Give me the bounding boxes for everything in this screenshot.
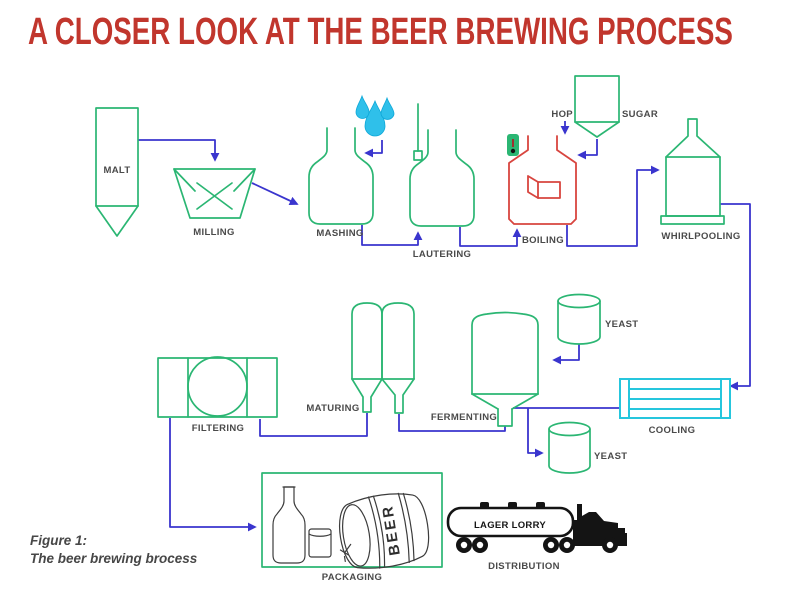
whirlpooling-label: WHIRLPOOLING bbox=[661, 231, 740, 242]
packaging-label: PACKAGING bbox=[322, 572, 383, 583]
yeast-out-cylinder bbox=[548, 421, 591, 474]
lautering-probe-icon bbox=[413, 103, 423, 161]
maturing-label: MATURING bbox=[306, 403, 359, 414]
truck-cab bbox=[573, 504, 627, 546]
milling-label: MILLING bbox=[193, 227, 235, 238]
lautering-label: LAUTERING bbox=[413, 249, 472, 260]
cooling-label: COOLING bbox=[649, 425, 696, 436]
boiling-kettle bbox=[508, 135, 577, 225]
figure-caption-line2: The beer brewing brocess bbox=[30, 551, 198, 567]
connector-mashing-to-lautering bbox=[361, 225, 423, 246]
filtering-unit bbox=[157, 356, 278, 418]
connector-yeast-in-to-fermenting bbox=[552, 344, 580, 365]
connector-malt-to-milling bbox=[138, 139, 220, 162]
tank-hatches bbox=[480, 502, 545, 509]
page-title: A CLOSER LOOK AT THE BEER BREWING PROCES… bbox=[28, 11, 733, 53]
connector-maturing-to-filtering bbox=[259, 413, 368, 437]
distribution-label: DISTRIBUTION bbox=[488, 561, 560, 572]
malt-silo bbox=[95, 107, 139, 237]
bottle-icon bbox=[272, 486, 306, 564]
mashing-label: MASHING bbox=[316, 228, 363, 239]
boiling-label: BOILING bbox=[522, 235, 564, 246]
yeast-in-label: YEAST bbox=[605, 319, 638, 330]
yeast-out-label: YEAST bbox=[594, 451, 627, 462]
mashing-vessel bbox=[308, 127, 374, 225]
sugar-hopper bbox=[574, 75, 620, 138]
can-icon bbox=[308, 528, 332, 558]
lager-lorry-truck: LAGER LORRY bbox=[446, 502, 627, 553]
beer-barrel-icon: BEER bbox=[338, 492, 430, 569]
connector-filtering-to-packaging bbox=[169, 418, 257, 532]
malt-label: MALT bbox=[103, 165, 130, 176]
connector-water-to-mashing bbox=[364, 140, 383, 158]
milling-mill bbox=[173, 168, 256, 219]
yeast-in-cylinder bbox=[557, 293, 601, 345]
connector-fermenting-to-maturing bbox=[398, 414, 506, 432]
figure-caption: Figure 1: The beer brewing brocess bbox=[30, 532, 197, 568]
lautering-vessel bbox=[409, 103, 475, 227]
wort-box-icon bbox=[527, 175, 561, 199]
connector-whirlpooling-to-cooling bbox=[720, 203, 751, 391]
packaging-box: BEER bbox=[261, 472, 443, 569]
filtering-label: FILTERING bbox=[192, 423, 245, 434]
maturing-tanks bbox=[351, 302, 415, 414]
hop-label: HOP bbox=[551, 109, 573, 120]
fermenting-label: FERMENTING bbox=[431, 412, 497, 423]
connector-fermenting-to-yeast-out bbox=[527, 408, 544, 458]
thermometer-icon bbox=[507, 134, 519, 156]
whirlpooling-tank bbox=[660, 118, 725, 225]
fermenting-tank bbox=[471, 311, 539, 427]
flow-connectors bbox=[138, 121, 751, 532]
connector-sugar-to-boiling bbox=[577, 139, 598, 160]
connector-milling-to-mashing bbox=[251, 182, 299, 206]
lorry-tank-text: LAGER LORRY bbox=[474, 520, 546, 531]
cooling-heat-exchanger bbox=[619, 378, 731, 419]
sugar-label: SUGAR bbox=[622, 109, 658, 120]
barrel-tap-icon bbox=[339, 543, 352, 563]
barrel-beer-text: BEER bbox=[379, 503, 404, 557]
figure-caption-line1: Figure 1: bbox=[30, 533, 88, 548]
truck-wheels bbox=[456, 537, 618, 553]
connector-boiling-to-whirlpooling bbox=[566, 165, 660, 247]
water-drops-icon bbox=[355, 94, 395, 137]
connector-lautering-to-boiling bbox=[459, 227, 522, 247]
